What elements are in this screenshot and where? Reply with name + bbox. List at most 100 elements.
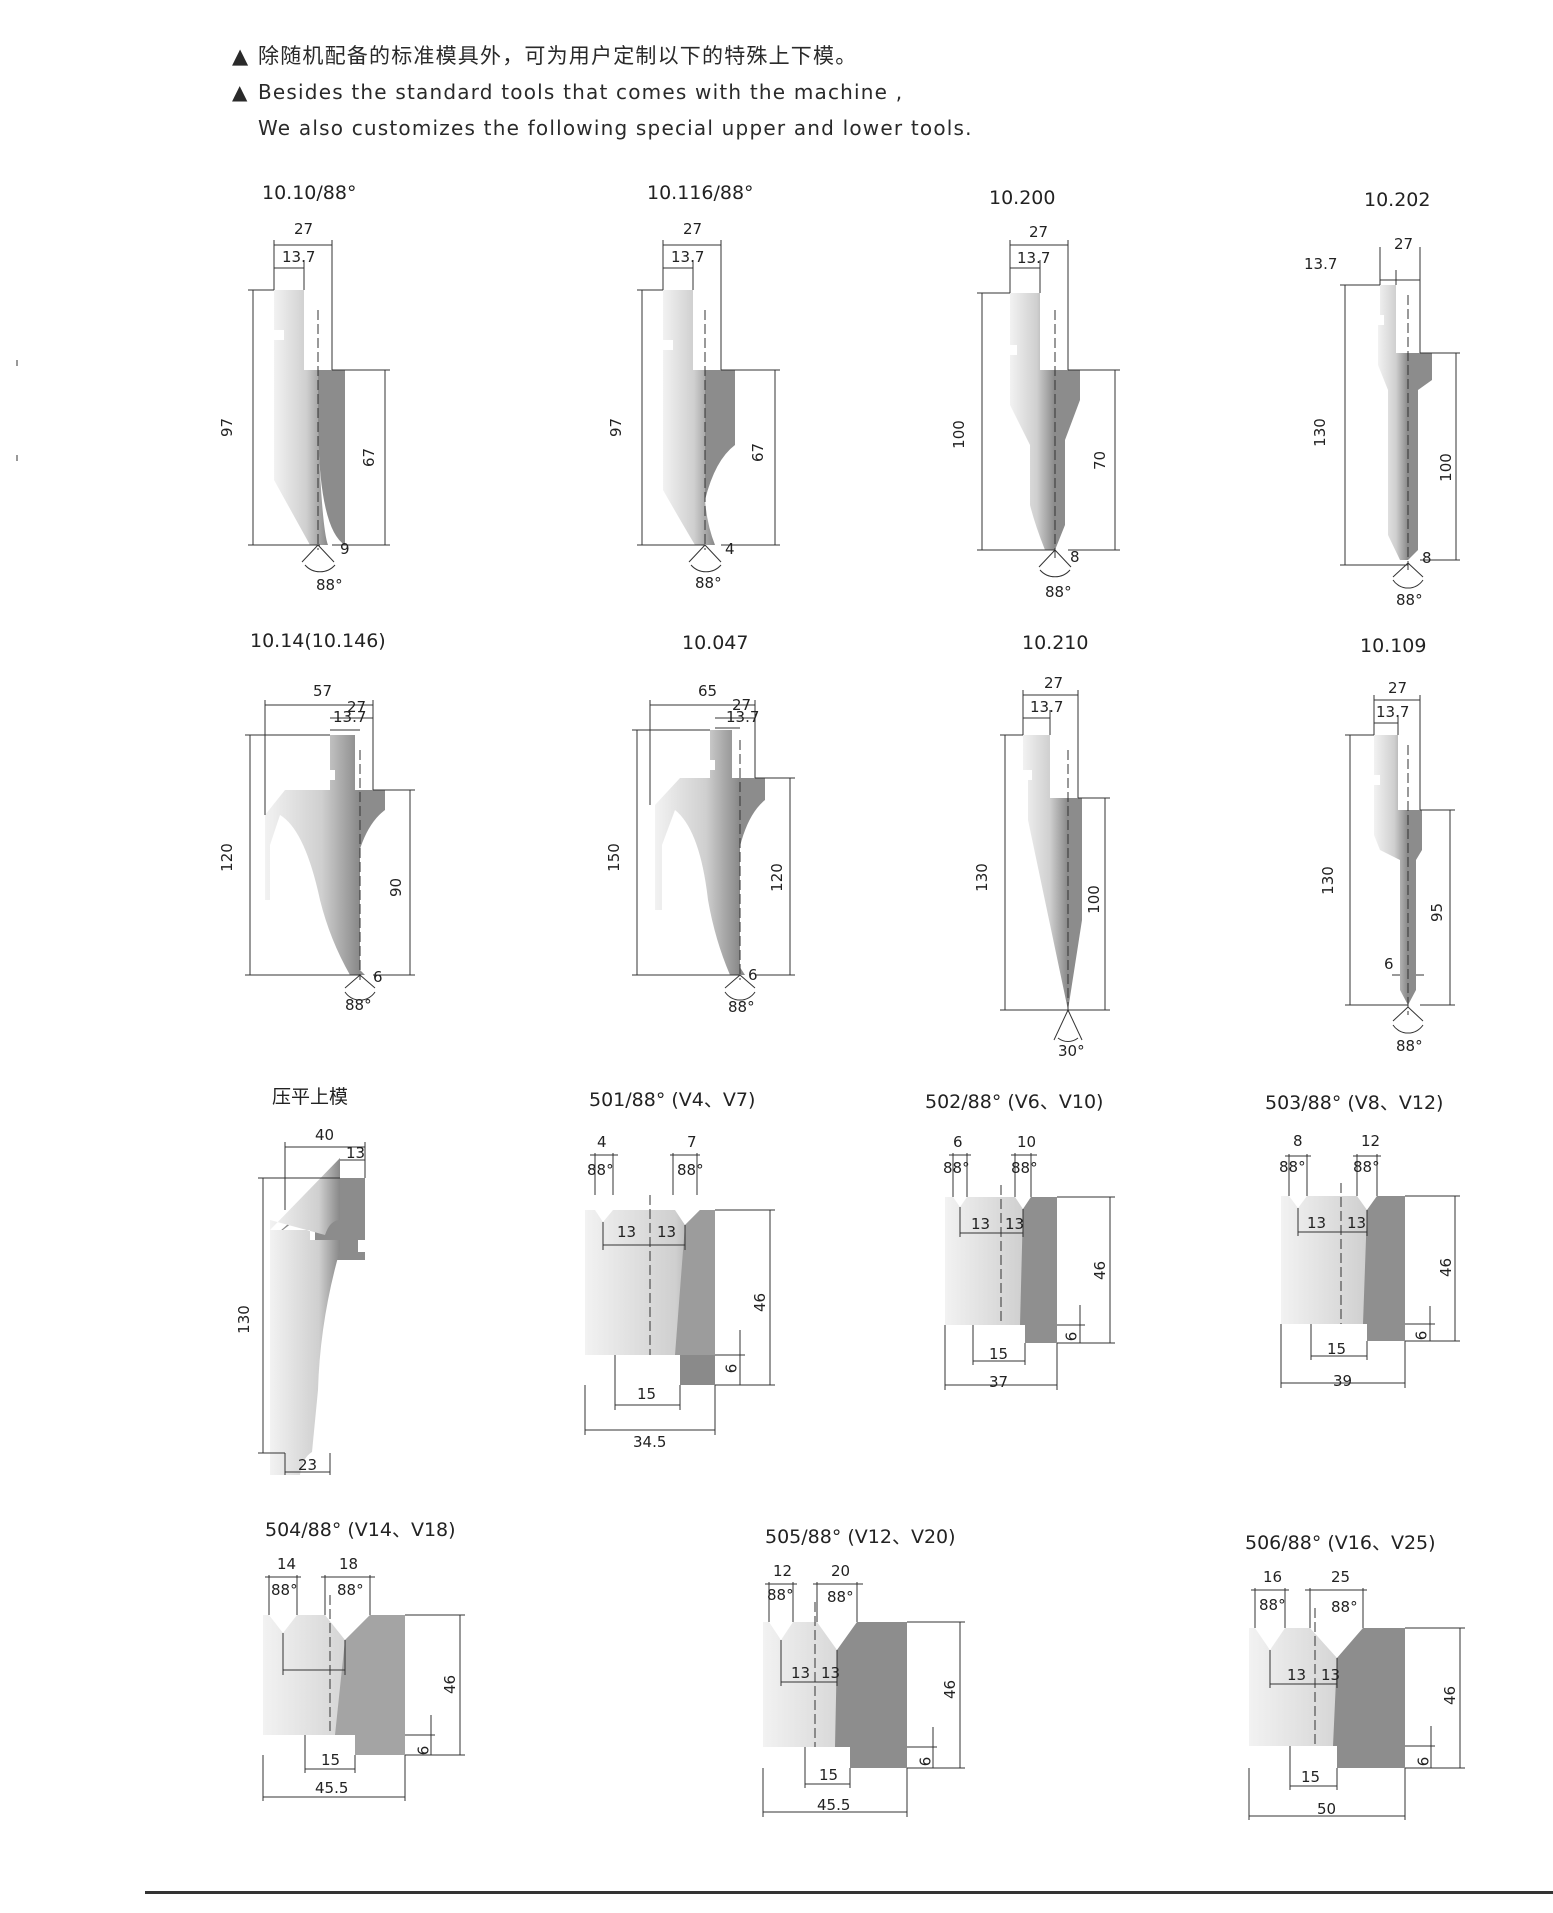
dim-label: 88°: [1011, 1159, 1038, 1177]
dim-label: 16: [1263, 1568, 1283, 1586]
tool-10-047: 10.047 65 27 13.7 150 120 6 88°: [605, 630, 850, 1030]
dim-label: 15: [321, 1751, 341, 1769]
intro-line-en-1: ▲Besides the standard tools that comes w…: [232, 80, 904, 104]
dim-label: 18: [339, 1555, 359, 1573]
dim-label: 23: [298, 1456, 318, 1474]
dim-label: 13.7: [1376, 703, 1410, 721]
dim-label: 88°: [1259, 1596, 1286, 1614]
dim-label: 88°: [695, 574, 722, 592]
dim-label: 95: [1428, 902, 1447, 923]
dim-label: 27: [1044, 674, 1064, 692]
dim-label: 13.7: [726, 708, 760, 726]
dim-label: 13: [346, 1144, 366, 1162]
dim-label: 15: [989, 1345, 1009, 1363]
dim-label: 13: [617, 1223, 637, 1241]
dim-label: 20: [831, 1562, 851, 1580]
tool-title: 506/88° (V16、V25): [1245, 1532, 1436, 1554]
tool-title: 10.14(10.146): [250, 630, 386, 652]
dim-label: 27: [1388, 679, 1408, 697]
tool-title: 10.109: [1360, 635, 1427, 657]
dim-label: 6: [1412, 1330, 1431, 1341]
tool-title: 10.200: [989, 187, 1056, 209]
dim-label: 50: [1317, 1800, 1337, 1818]
tool-title: 504/88° (V14、V18): [265, 1519, 456, 1541]
dim-label: 88°: [337, 1581, 364, 1599]
tool-501-drawing: [584, 1153, 775, 1435]
tool-title: 505/88° (V12、V20): [765, 1526, 956, 1548]
dim-label: 88°: [677, 1161, 704, 1179]
dim-label: 88°: [943, 1159, 970, 1177]
dim-label: 13: [1307, 1214, 1327, 1232]
dim-label: 34.5: [633, 1433, 667, 1451]
dim-label: 13: [821, 1664, 841, 1682]
dim-label: 6: [414, 1745, 433, 1756]
tool-10-202: 10.202 27 13.7 130 100 8 88°: [1300, 185, 1520, 615]
dim-label: 130: [972, 863, 991, 892]
dim-label: 13.7: [671, 248, 705, 266]
dim-label: 46: [1441, 1685, 1460, 1706]
intro-line-cn: ▲除随机配备的标准模具外，可为用户定制以下的特殊上下模。: [232, 44, 858, 68]
dim-label: 150: [604, 843, 623, 872]
dim-label: 27: [732, 696, 752, 714]
tool-10-116-drawing: [637, 240, 780, 573]
tool-title: 10.202: [1364, 189, 1431, 211]
dim-label: 12: [1361, 1132, 1381, 1150]
dim-label: 100: [949, 420, 968, 449]
dim-label: 88°: [827, 1588, 854, 1606]
dim-label: 46: [441, 1674, 460, 1695]
dim-label: 130: [1310, 418, 1329, 447]
dim-label: 6: [722, 1363, 741, 1374]
tool-title: 501/88° (V4、V7): [589, 1089, 756, 1111]
dim-label: 120: [217, 843, 236, 872]
tool-10-047-drawing: [632, 700, 795, 1001]
tool-10-109-drawing: [1345, 695, 1455, 1034]
dim-label: 88°: [1396, 1037, 1423, 1055]
dim-label: 88°: [345, 996, 372, 1014]
dim-label: 27: [683, 220, 703, 238]
tool-10-210-drawing: [1000, 690, 1110, 1042]
dim-label: 13: [657, 1223, 677, 1241]
dim-label: 4: [597, 1133, 607, 1151]
tool-title: 10.10/88°: [262, 182, 357, 204]
tool-10-10: 10.10/88° 27 13.7 97 67 9 88°: [210, 180, 440, 600]
dim-label: 45.5: [817, 1796, 851, 1814]
dim-label: 88°: [728, 998, 755, 1016]
tool-10-116: 10.116/88° 27 13.7 97 67 4 88°: [605, 180, 835, 600]
dim-label: 97: [218, 417, 237, 438]
tool-title: 10.210: [1022, 632, 1089, 654]
tool-502-drawing: [944, 1153, 1115, 1390]
dim-label: 10: [1017, 1133, 1037, 1151]
tool-flattening-upper: 压平上模 40 13 130 23: [235, 1080, 400, 1480]
dim-label: 13: [1347, 1214, 1367, 1232]
dim-label: 8: [1422, 549, 1432, 567]
dim-label: 88°: [1353, 1158, 1380, 1176]
dim-label: 88°: [1396, 591, 1423, 609]
tool-504: 504/88° (V14、V18) 14 18 88° 88° 46 6 15 …: [255, 1515, 495, 1835]
tool-501: 501/88° (V4、V7) 4 7 88° 88° 13 13 46 6 1…: [575, 1085, 805, 1465]
dim-label: 13: [1287, 1666, 1307, 1684]
intro-line-en-2: We also customizes the following special…: [258, 116, 973, 140]
dim-label: 65: [698, 682, 718, 700]
tool-10-202-drawing: [1340, 247, 1460, 589]
tool-10-14: 10.14(10.146) 57 27 13.7 120 90 6 88°: [218, 630, 455, 1030]
dim-label: 39: [1333, 1372, 1353, 1390]
dim-label: 13: [791, 1664, 811, 1682]
dim-label: 25: [1331, 1568, 1351, 1586]
dim-label: 88°: [1045, 583, 1072, 601]
dim-label: 4: [725, 540, 735, 558]
dim-label: 46: [1437, 1257, 1456, 1278]
dim-label: 46: [1091, 1260, 1110, 1281]
tool-506: 506/88° (V16、V25) 16 25 88° 88° 13 13 46…: [1245, 1528, 1485, 1858]
dim-label: 6: [1414, 1756, 1433, 1767]
tool-506-drawing: [1248, 1588, 1465, 1820]
dim-label: 13.7: [1304, 255, 1338, 273]
dim-label: 13.7: [1017, 249, 1051, 267]
tool-505: 505/88° (V12、V20) 12 20 88° 88° 13 13 46…: [755, 1522, 995, 1852]
dim-label: 130: [1318, 866, 1337, 895]
dim-label: 88°: [316, 576, 343, 594]
triangle-bullet-icon: ▲: [232, 44, 250, 68]
dim-label: 27: [347, 698, 367, 716]
dim-label: 57: [313, 682, 333, 700]
dim-label: 67: [360, 447, 379, 468]
tool-flattening-upper-drawing: [258, 1142, 366, 1475]
